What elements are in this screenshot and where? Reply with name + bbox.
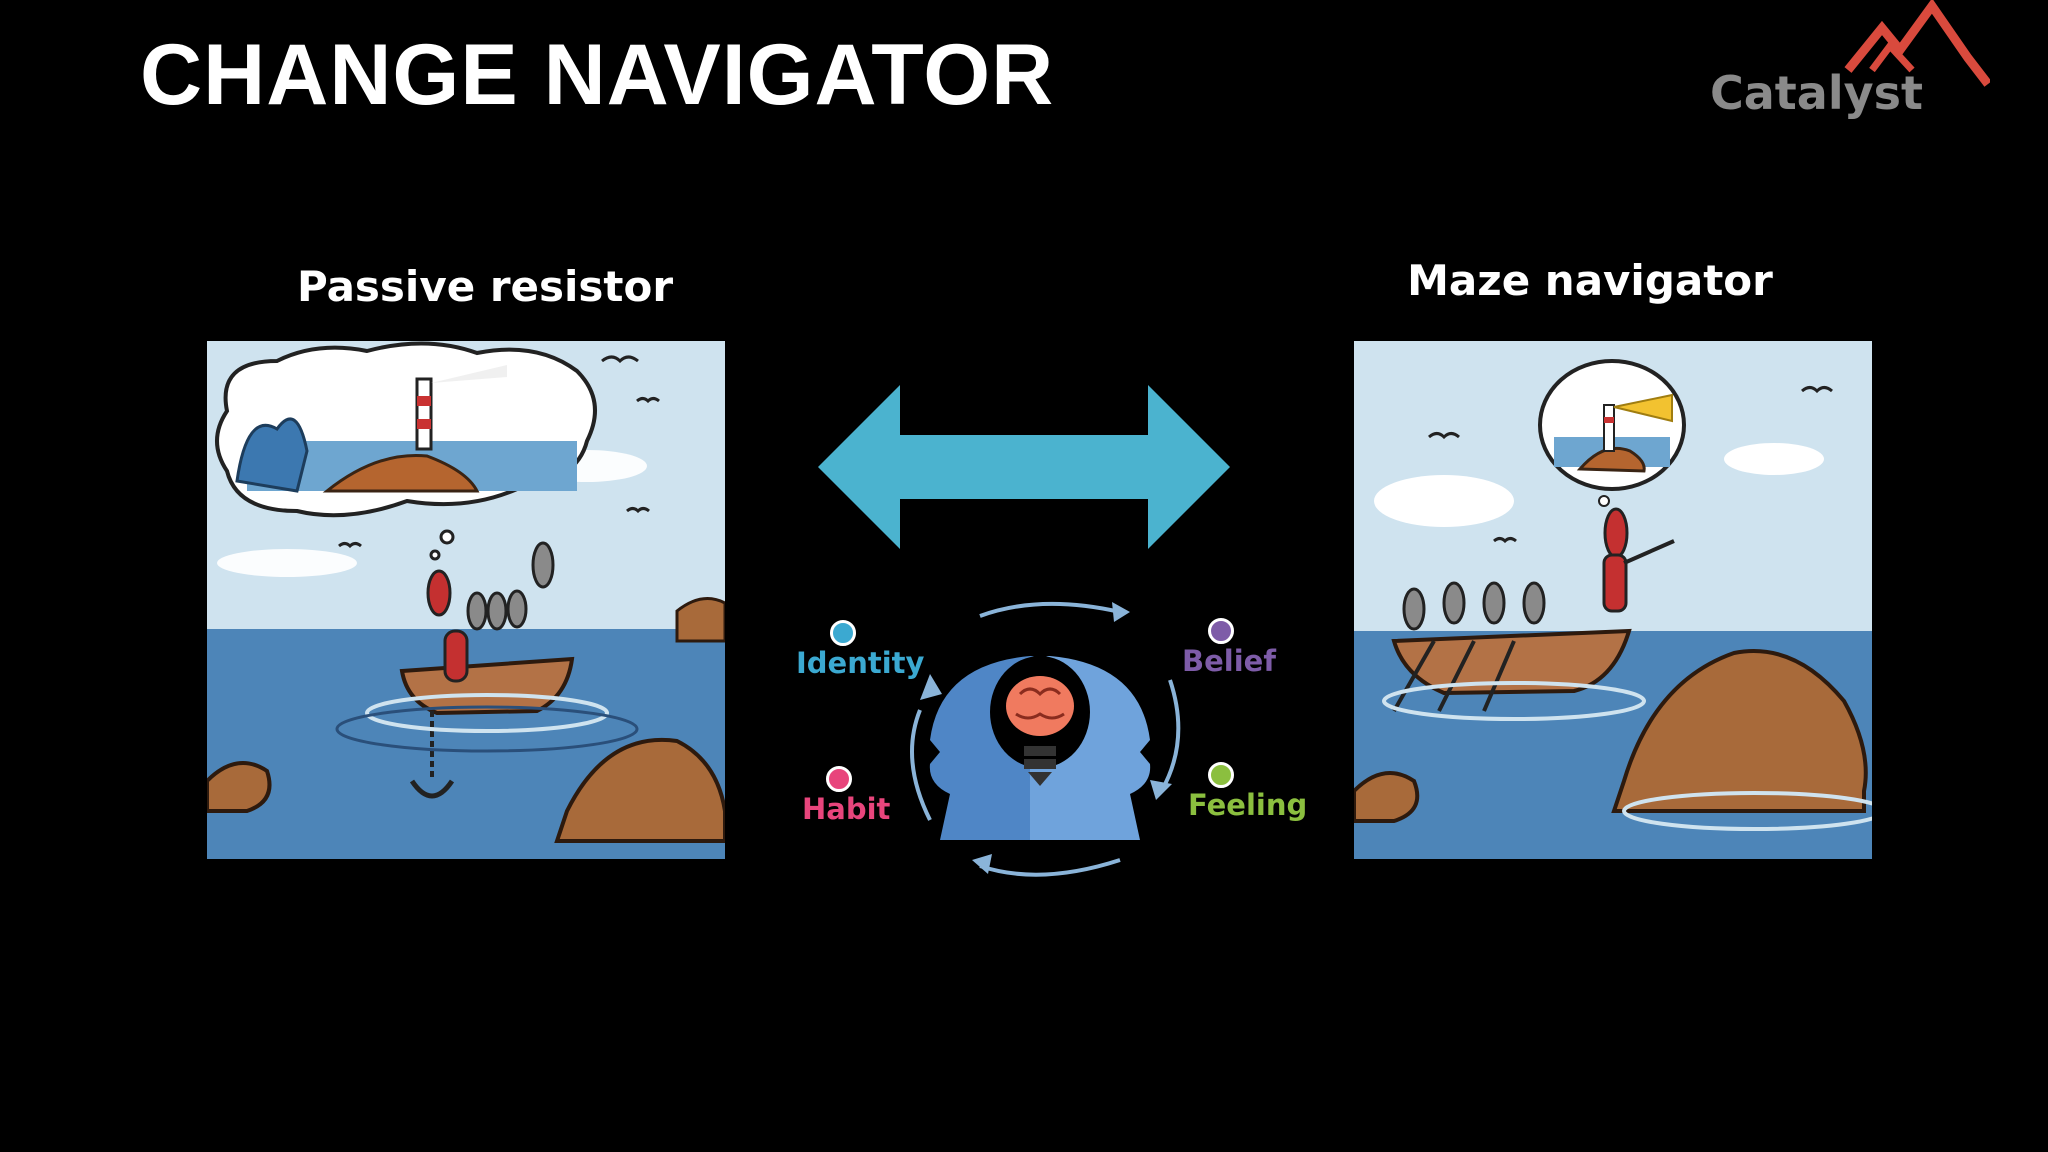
maze-navigator-heading: Maze navigator — [1407, 256, 1773, 305]
habit-icon — [826, 766, 852, 792]
cycle-arrows-icon — [910, 601, 1181, 877]
passive-resistor-heading: Passive resistor — [296, 262, 674, 311]
head-brain-lightbulb-icon — [929, 656, 1151, 840]
belief-icon — [1208, 618, 1234, 644]
passive-resistor-illustration — [207, 341, 725, 859]
feeling-icon — [1208, 762, 1234, 788]
slide-title: CHANGE NAVIGATOR — [140, 27, 1055, 123]
catalyst-logo: Catalyst — [1700, 0, 1990, 130]
belief-label: Belief — [1182, 644, 1276, 678]
change-cycle-diagram: Identity Belief Habit Feeling — [780, 590, 1310, 890]
habit-label: Habit — [802, 792, 891, 826]
double-headed-arrow-icon — [818, 385, 1230, 549]
identity-icon — [830, 620, 856, 646]
logo-wordmark: Catalyst — [1710, 66, 1923, 120]
identity-label: Identity — [796, 646, 925, 680]
mountain-logo-icon — [1844, 0, 1990, 87]
feeling-label: Feeling — [1188, 788, 1308, 822]
maze-navigator-illustration — [1354, 341, 1872, 859]
